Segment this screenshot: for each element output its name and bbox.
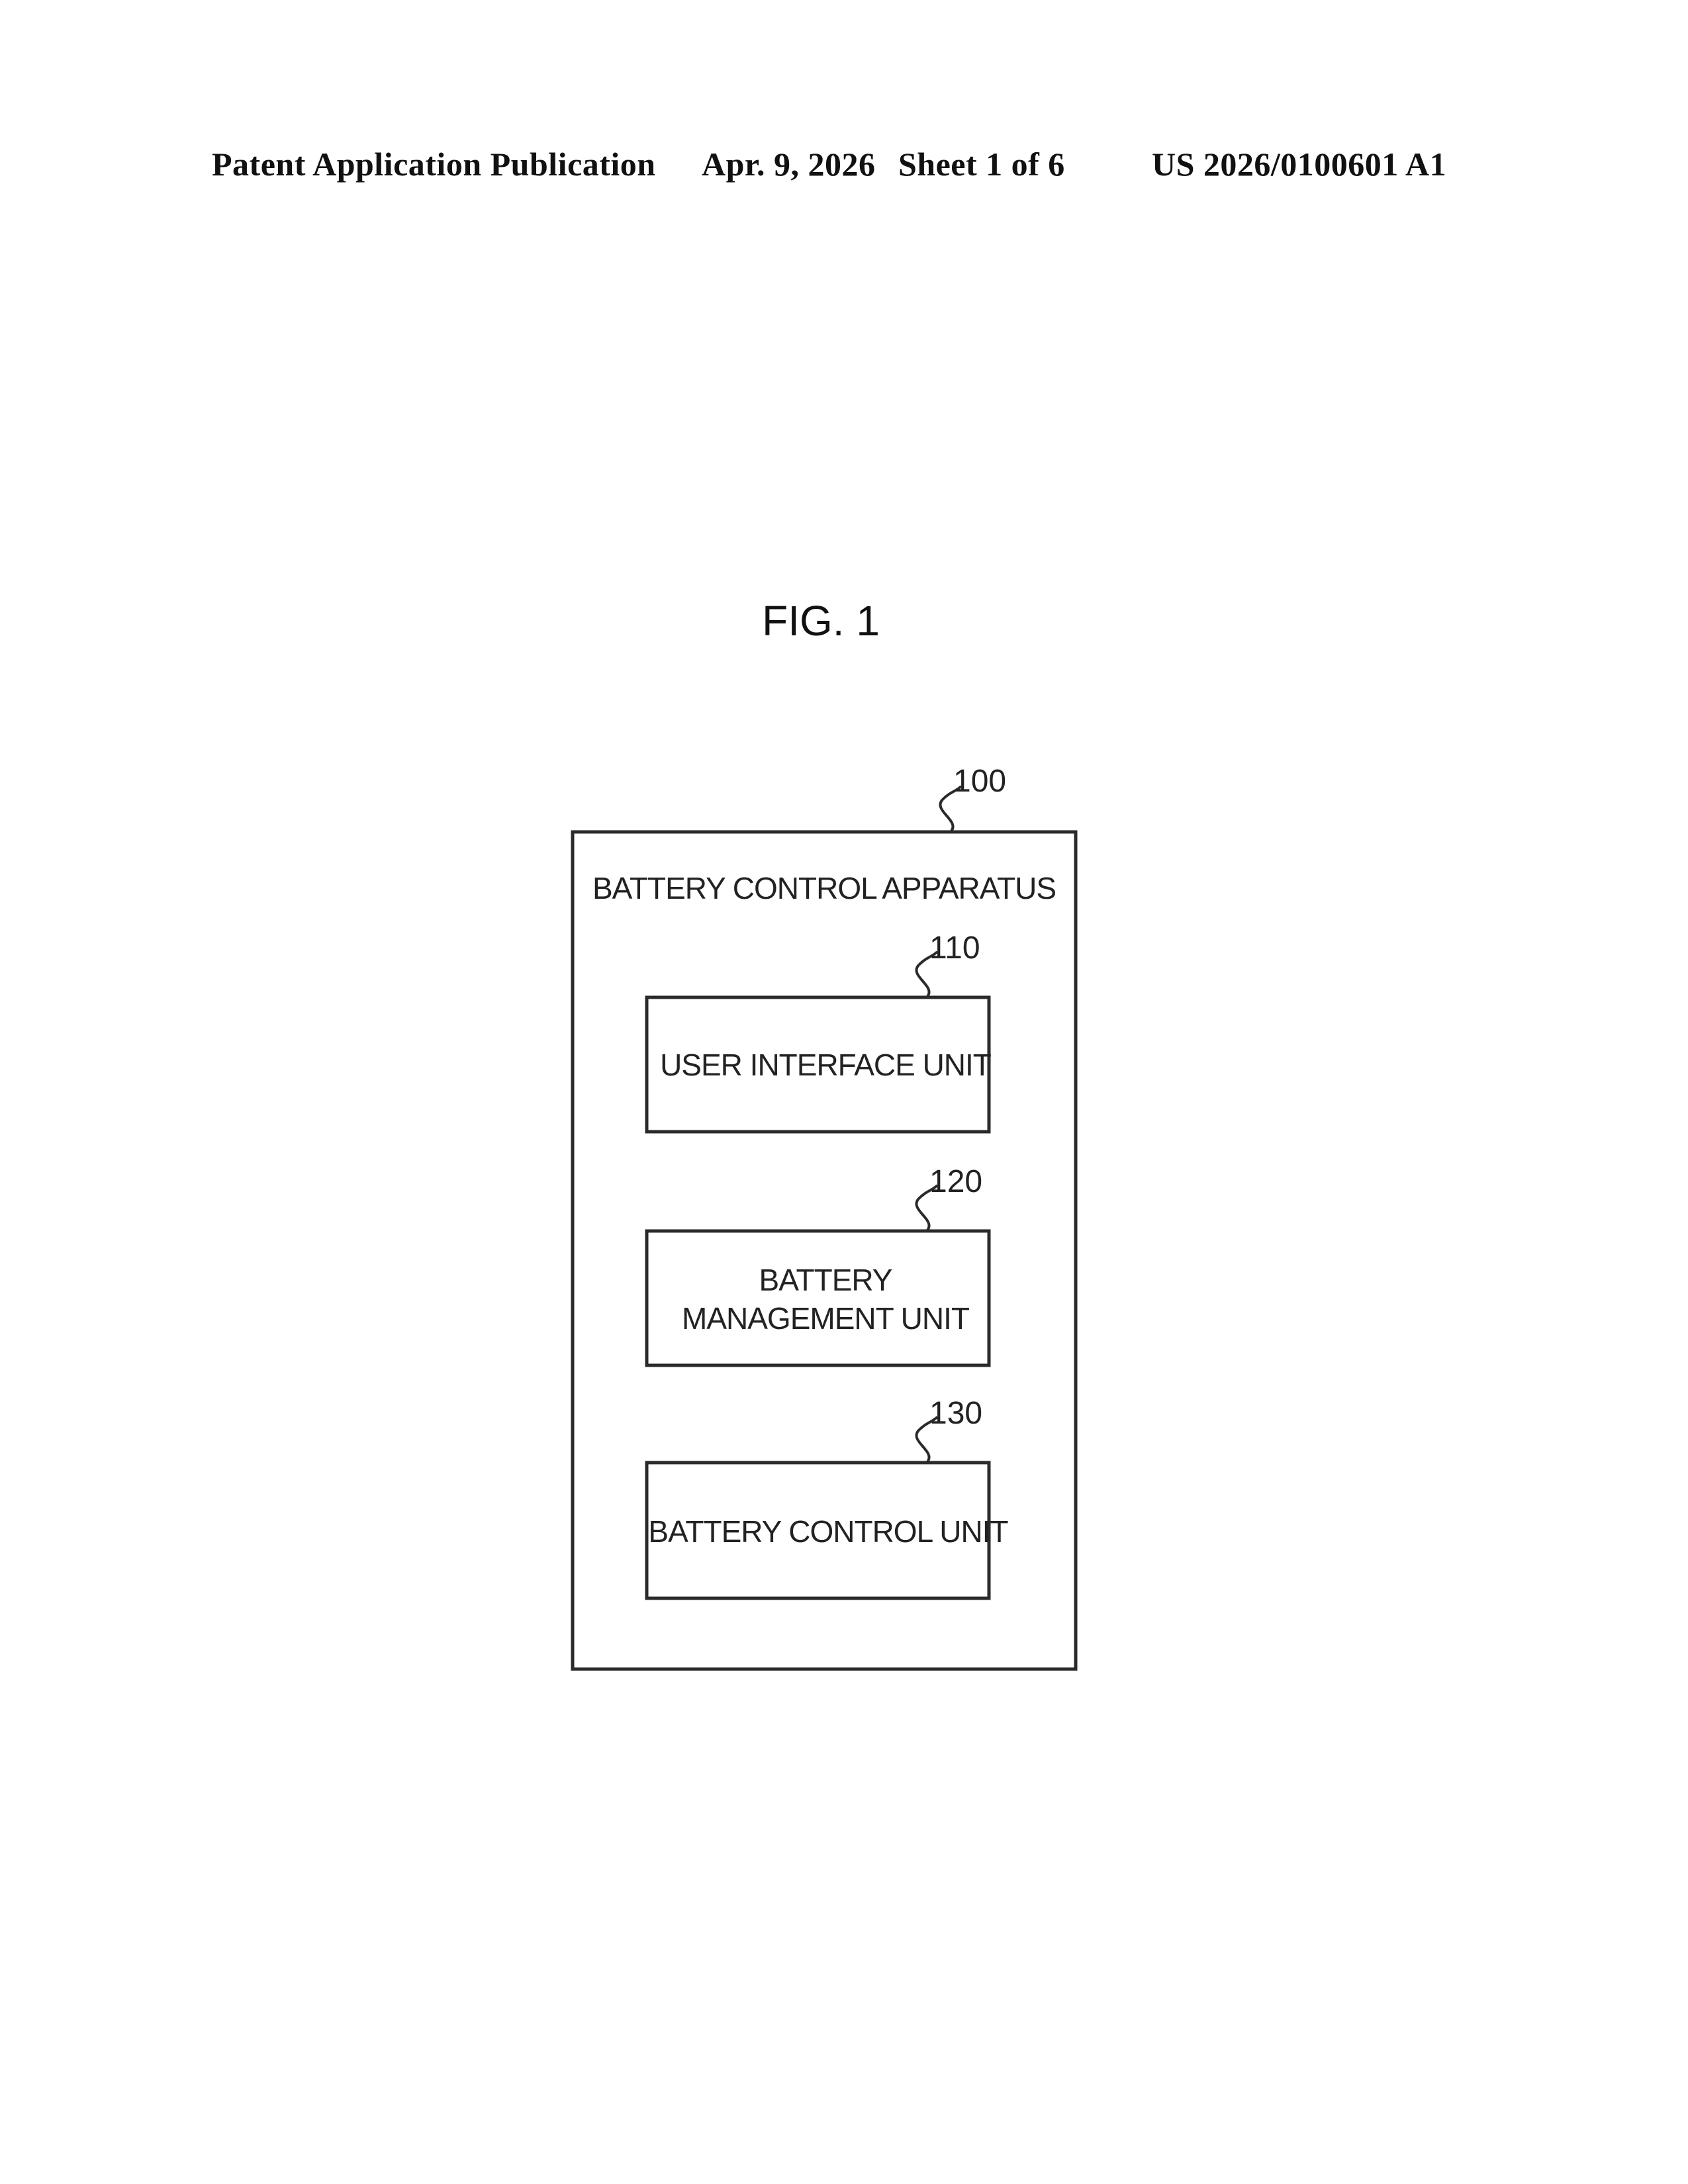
battery-management-unit-label-line-2: MANAGEMENT UNIT	[682, 1301, 970, 1336]
battery-control-unit-label: BATTERY CONTROL UNIT	[648, 1514, 1008, 1549]
battery-control-unit-ref-number: 130	[929, 1396, 982, 1431]
user-interface-unit-label: USER INTERFACE UNIT	[660, 1048, 992, 1082]
apparatus-ref-number: 100	[953, 764, 1006, 799]
user-interface-unit-ref-number: 110	[929, 931, 980, 966]
user-interface-unit-block: 110 USER INTERFACE UNIT	[647, 931, 992, 1132]
battery-control-unit-block: 130 BATTERY CONTROL UNIT	[647, 1396, 1008, 1598]
battery-management-unit-label-line-1: BATTERY	[759, 1263, 892, 1297]
apparatus-label: BATTERY CONTROL APPARATUS	[592, 871, 1056, 905]
battery-management-unit-outline	[647, 1231, 989, 1365]
battery-management-unit-block: 120 BATTERY MANAGEMENT UNIT	[647, 1164, 989, 1365]
battery-management-unit-ref-number: 120	[929, 1164, 982, 1199]
